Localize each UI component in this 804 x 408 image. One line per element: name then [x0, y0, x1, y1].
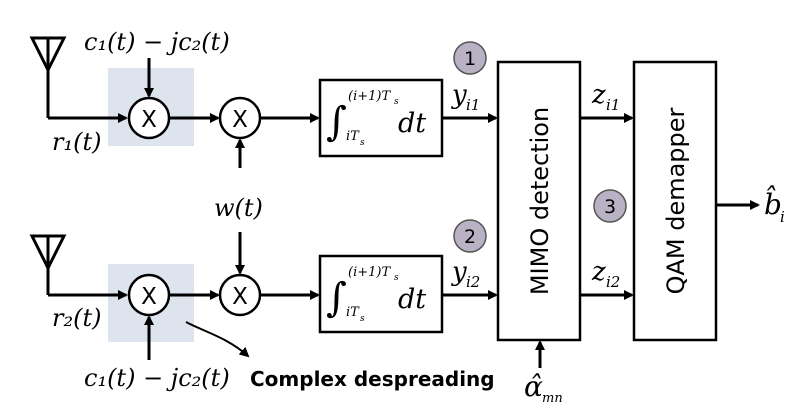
svg-text:s: s [360, 314, 365, 324]
r2-label: r₂(t) [52, 304, 101, 332]
w-label: w(t) [214, 194, 263, 222]
svg-text:X: X [141, 107, 157, 133]
multiplier-2: X [218, 96, 262, 140]
svg-text:s: s [360, 138, 365, 148]
svg-text:iT: iT [346, 129, 360, 144]
z2-label: z i2 [591, 257, 620, 291]
qam-demapper-block: QAM demapper [632, 60, 718, 342]
antenna-2-icon [29, 234, 128, 300]
antenna-1-icon [29, 36, 128, 123]
svg-text:MIMO detection: MIMO detection [526, 107, 554, 295]
multiplier-3: X [127, 273, 171, 317]
svg-text:α̂: α̂ [524, 370, 543, 403]
integrator-block-2: ∫ (i+1)T s iT s dt [318, 254, 444, 334]
svg-text:2: 2 [464, 226, 476, 248]
complex-despreading-label: Complex despreading [250, 367, 495, 391]
y2-label: y i2 [451, 257, 480, 291]
svg-text:X: X [232, 107, 248, 133]
svg-text:i1: i1 [466, 96, 480, 114]
svg-text:z: z [591, 80, 606, 110]
svg-text:y: y [451, 257, 467, 287]
code-label-top: c₁(t) − jc₂(t) [84, 28, 230, 56]
svg-text:i1: i1 [606, 96, 620, 114]
mimo-detection-block: MIMO detection [496, 60, 582, 342]
svg-text:s: s [394, 97, 399, 107]
z1-label: z i1 [591, 80, 620, 114]
svg-text:mn: mn [542, 391, 563, 406]
svg-text:(i+1)T: (i+1)T [348, 89, 391, 104]
svg-text:b̂: b̂ [764, 186, 782, 221]
svg-text:y: y [451, 80, 467, 110]
svg-text:s: s [394, 273, 399, 283]
svg-text:QAM demapper: QAM demapper [662, 107, 690, 294]
y1-label: y i1 [451, 80, 480, 114]
svg-text:iT: iT [346, 305, 360, 320]
output-label: b̂ i [764, 186, 785, 226]
svg-text:3: 3 [604, 196, 616, 218]
r1-label: r₁(t) [52, 128, 101, 156]
svg-text:1: 1 [464, 48, 476, 70]
svg-text:(i+1)T: (i+1)T [348, 265, 391, 280]
code-label-bottom: c₁(t) − jc₂(t) [84, 364, 230, 392]
multiplier-1: X [127, 96, 171, 140]
svg-text:i: i [780, 208, 785, 226]
svg-text:∫: ∫ [326, 99, 347, 145]
multiplier-4: X [218, 273, 262, 317]
svg-text:X: X [141, 284, 157, 310]
svg-text:i2: i2 [466, 273, 480, 291]
badge-1: 1 [453, 41, 487, 75]
svg-text:i2: i2 [606, 273, 620, 291]
svg-text:X: X [232, 284, 248, 310]
svg-text:dt: dt [398, 108, 426, 139]
integrator-block-1: ∫ (i+1)T s iT s dt [318, 78, 444, 158]
badge-3: 3 [593, 189, 627, 223]
svg-text:∫: ∫ [326, 275, 347, 321]
svg-text:dt: dt [398, 284, 426, 315]
svg-text:z: z [591, 257, 606, 287]
badge-2: 2 [453, 219, 487, 253]
annotation-arrow [185, 321, 250, 358]
alpha-label: α̂ mn [524, 370, 563, 406]
